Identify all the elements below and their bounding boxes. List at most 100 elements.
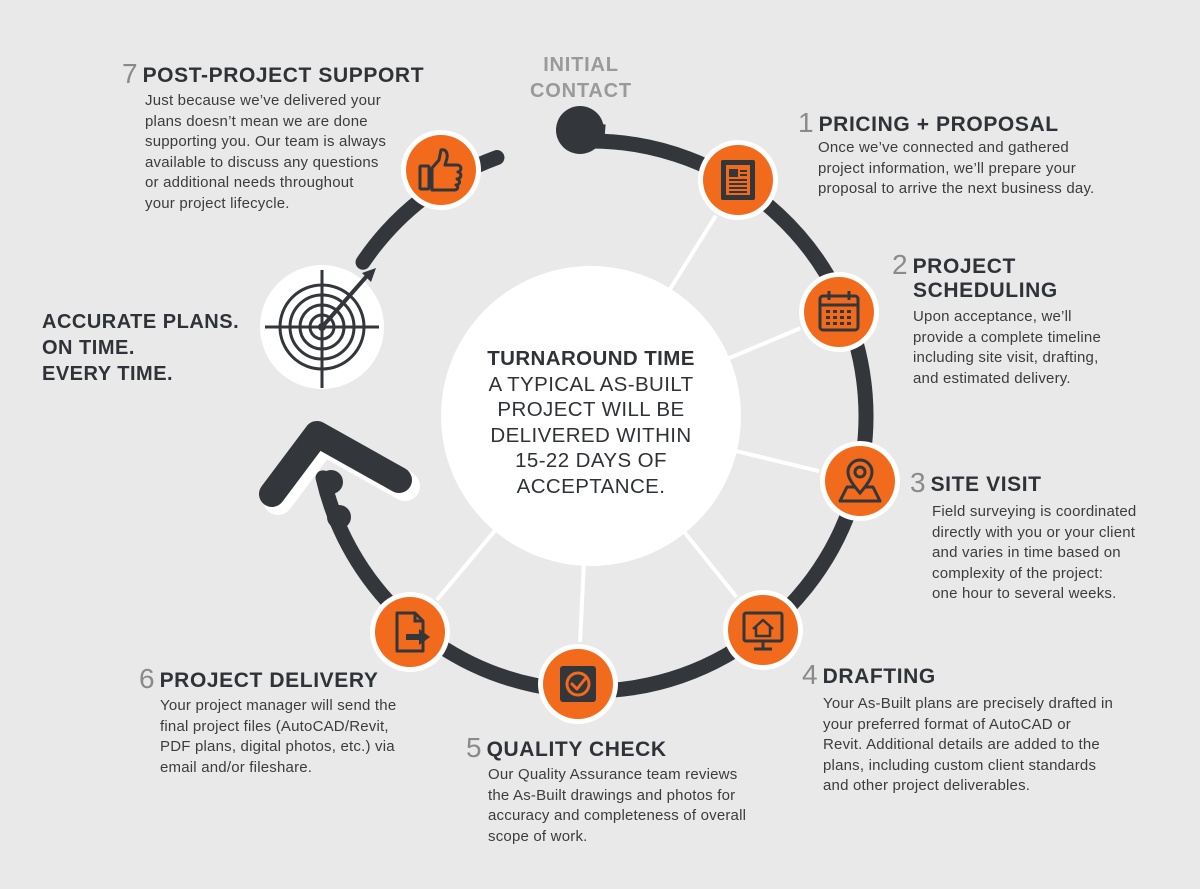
thumb-hand <box>430 148 463 192</box>
target-icon <box>260 265 384 389</box>
step-number: 1 <box>798 107 814 138</box>
step-title: SITE VISIT <box>930 473 1042 496</box>
turnaround-title: TURNAROUND TIME <box>487 347 695 370</box>
calendar-day <box>826 322 830 325</box>
node-fill <box>375 597 445 667</box>
file-fold <box>413 613 423 623</box>
spoke-line <box>726 446 820 474</box>
calendar-day <box>840 322 844 325</box>
initial-contact-label: INITIAL CONTACT <box>520 52 642 104</box>
calendar-day <box>840 310 844 313</box>
arrow-shaft <box>406 634 420 640</box>
spoke-line <box>677 523 739 599</box>
doc-line <box>729 191 747 193</box>
step-title: DRAFTING <box>822 665 936 688</box>
description-line: and estimated delivery. <box>913 369 1071 387</box>
description-line: accuracy and completeness of overall <box>488 807 747 825</box>
monitor-house-icon-node <box>723 590 803 670</box>
tagline-line: EVERY TIME. <box>42 363 174 385</box>
description-line: PDF plans, digital photos, etc.) via <box>160 738 395 756</box>
description-line: the As-Built drawings and photos for <box>488 786 736 804</box>
step-title: POST-PROJECT SUPPORT <box>142 64 425 87</box>
calendar-day <box>826 310 830 313</box>
step-number: 2 <box>892 249 908 280</box>
description-line: or additional needs throughout <box>145 174 354 192</box>
description-line: including site visit, drafting, <box>913 349 1099 367</box>
node-fill <box>804 277 874 347</box>
calendar-day <box>833 322 837 325</box>
calendar-day <box>840 316 844 319</box>
spoke-line <box>578 555 587 643</box>
step-description: Our Quality Assurance team reviews the A… <box>466 765 746 847</box>
description-line: and other project deliverables. <box>823 777 1031 795</box>
doc-photo <box>729 169 738 177</box>
step-title: PROJECT <box>912 255 1016 278</box>
description-line: email and/or fileshare. <box>160 758 313 776</box>
description-line: plans doesn’t mean we are done <box>145 112 368 130</box>
step-number: 5 <box>466 732 482 763</box>
doc-line <box>729 179 747 181</box>
step-description: Your project manager will send the final… <box>139 696 396 778</box>
description-line: final project files (AutoCAD/Revit, <box>160 717 389 735</box>
description-line: one hour to several weeks. <box>932 585 1117 603</box>
target-arrow-head <box>362 268 376 282</box>
calendar-day <box>847 310 851 313</box>
calendar-frame <box>818 294 860 332</box>
center-circle <box>441 266 741 566</box>
description-line: Upon acceptance, we’ll <box>913 308 1072 325</box>
description-line: proposal to arrive the next business day… <box>818 180 1095 198</box>
step-title: SCHEDULING <box>913 279 1058 302</box>
initial-contact-line: INITIAL <box>543 54 619 76</box>
document-icon-node <box>698 140 778 220</box>
calendar-day <box>847 322 851 325</box>
doc-line <box>740 174 747 176</box>
description-line: Field surveying is coordinated <box>932 503 1137 520</box>
description-line: scope of work. <box>488 827 588 845</box>
step-number: 4 <box>802 659 818 690</box>
step-number: 6 <box>139 663 155 694</box>
house-shape <box>752 618 774 638</box>
target-arrow-shaft <box>320 275 368 329</box>
doc-line <box>729 183 747 185</box>
description-line: directly with you or your client <box>932 523 1136 541</box>
step-title: PRICING + PROPOSAL <box>818 113 1059 136</box>
map-pin-icon-node <box>820 441 900 521</box>
description-line: Once we’ve connected and gathered <box>818 139 1069 156</box>
calendar-day <box>833 316 837 319</box>
description-line: supporting you. Our team is always <box>145 133 387 151</box>
turnaround-line: ACCEPTANCE. <box>516 474 666 498</box>
step-description: Once we’ve connected and gathered projec… <box>798 138 1094 200</box>
calendar-icon-node <box>799 272 879 352</box>
description-line: your preferred format of AutoCAD or <box>823 715 1071 733</box>
start-dot <box>556 106 604 154</box>
check-circle <box>565 671 591 697</box>
map-pin-icon <box>838 458 882 503</box>
step-number: 7 <box>122 58 138 89</box>
arrow-head-shape <box>259 421 412 507</box>
step-title: PROJECT DELIVERY <box>159 669 379 692</box>
initial-contact-line: CONTACT <box>530 80 632 102</box>
doc-line <box>729 187 747 189</box>
tagline: ACCURATE PLANS. ON TIME. EVERY TIME. <box>42 309 239 387</box>
thumbs-up-icon <box>418 148 463 192</box>
description-line: available to discuss any questions <box>145 153 379 171</box>
start-connector <box>579 122 606 140</box>
turnaround-line: 15-22 DAYS OF <box>515 449 667 472</box>
description-line: your project lifecycle. <box>145 194 290 212</box>
description-line: project information, we’ll prepare your <box>818 159 1076 177</box>
turnaround-line: A TYPICAL AS-BUILT <box>488 372 694 396</box>
file-arrow-icon-node <box>370 592 450 672</box>
arrow-tip <box>419 629 430 645</box>
description-line: Your As-Built plans are precisely drafte… <box>823 695 1114 712</box>
doc-line <box>740 170 747 172</box>
pin-hole <box>853 465 867 479</box>
turnaround-line: PROJECT WILL BE <box>497 398 685 421</box>
